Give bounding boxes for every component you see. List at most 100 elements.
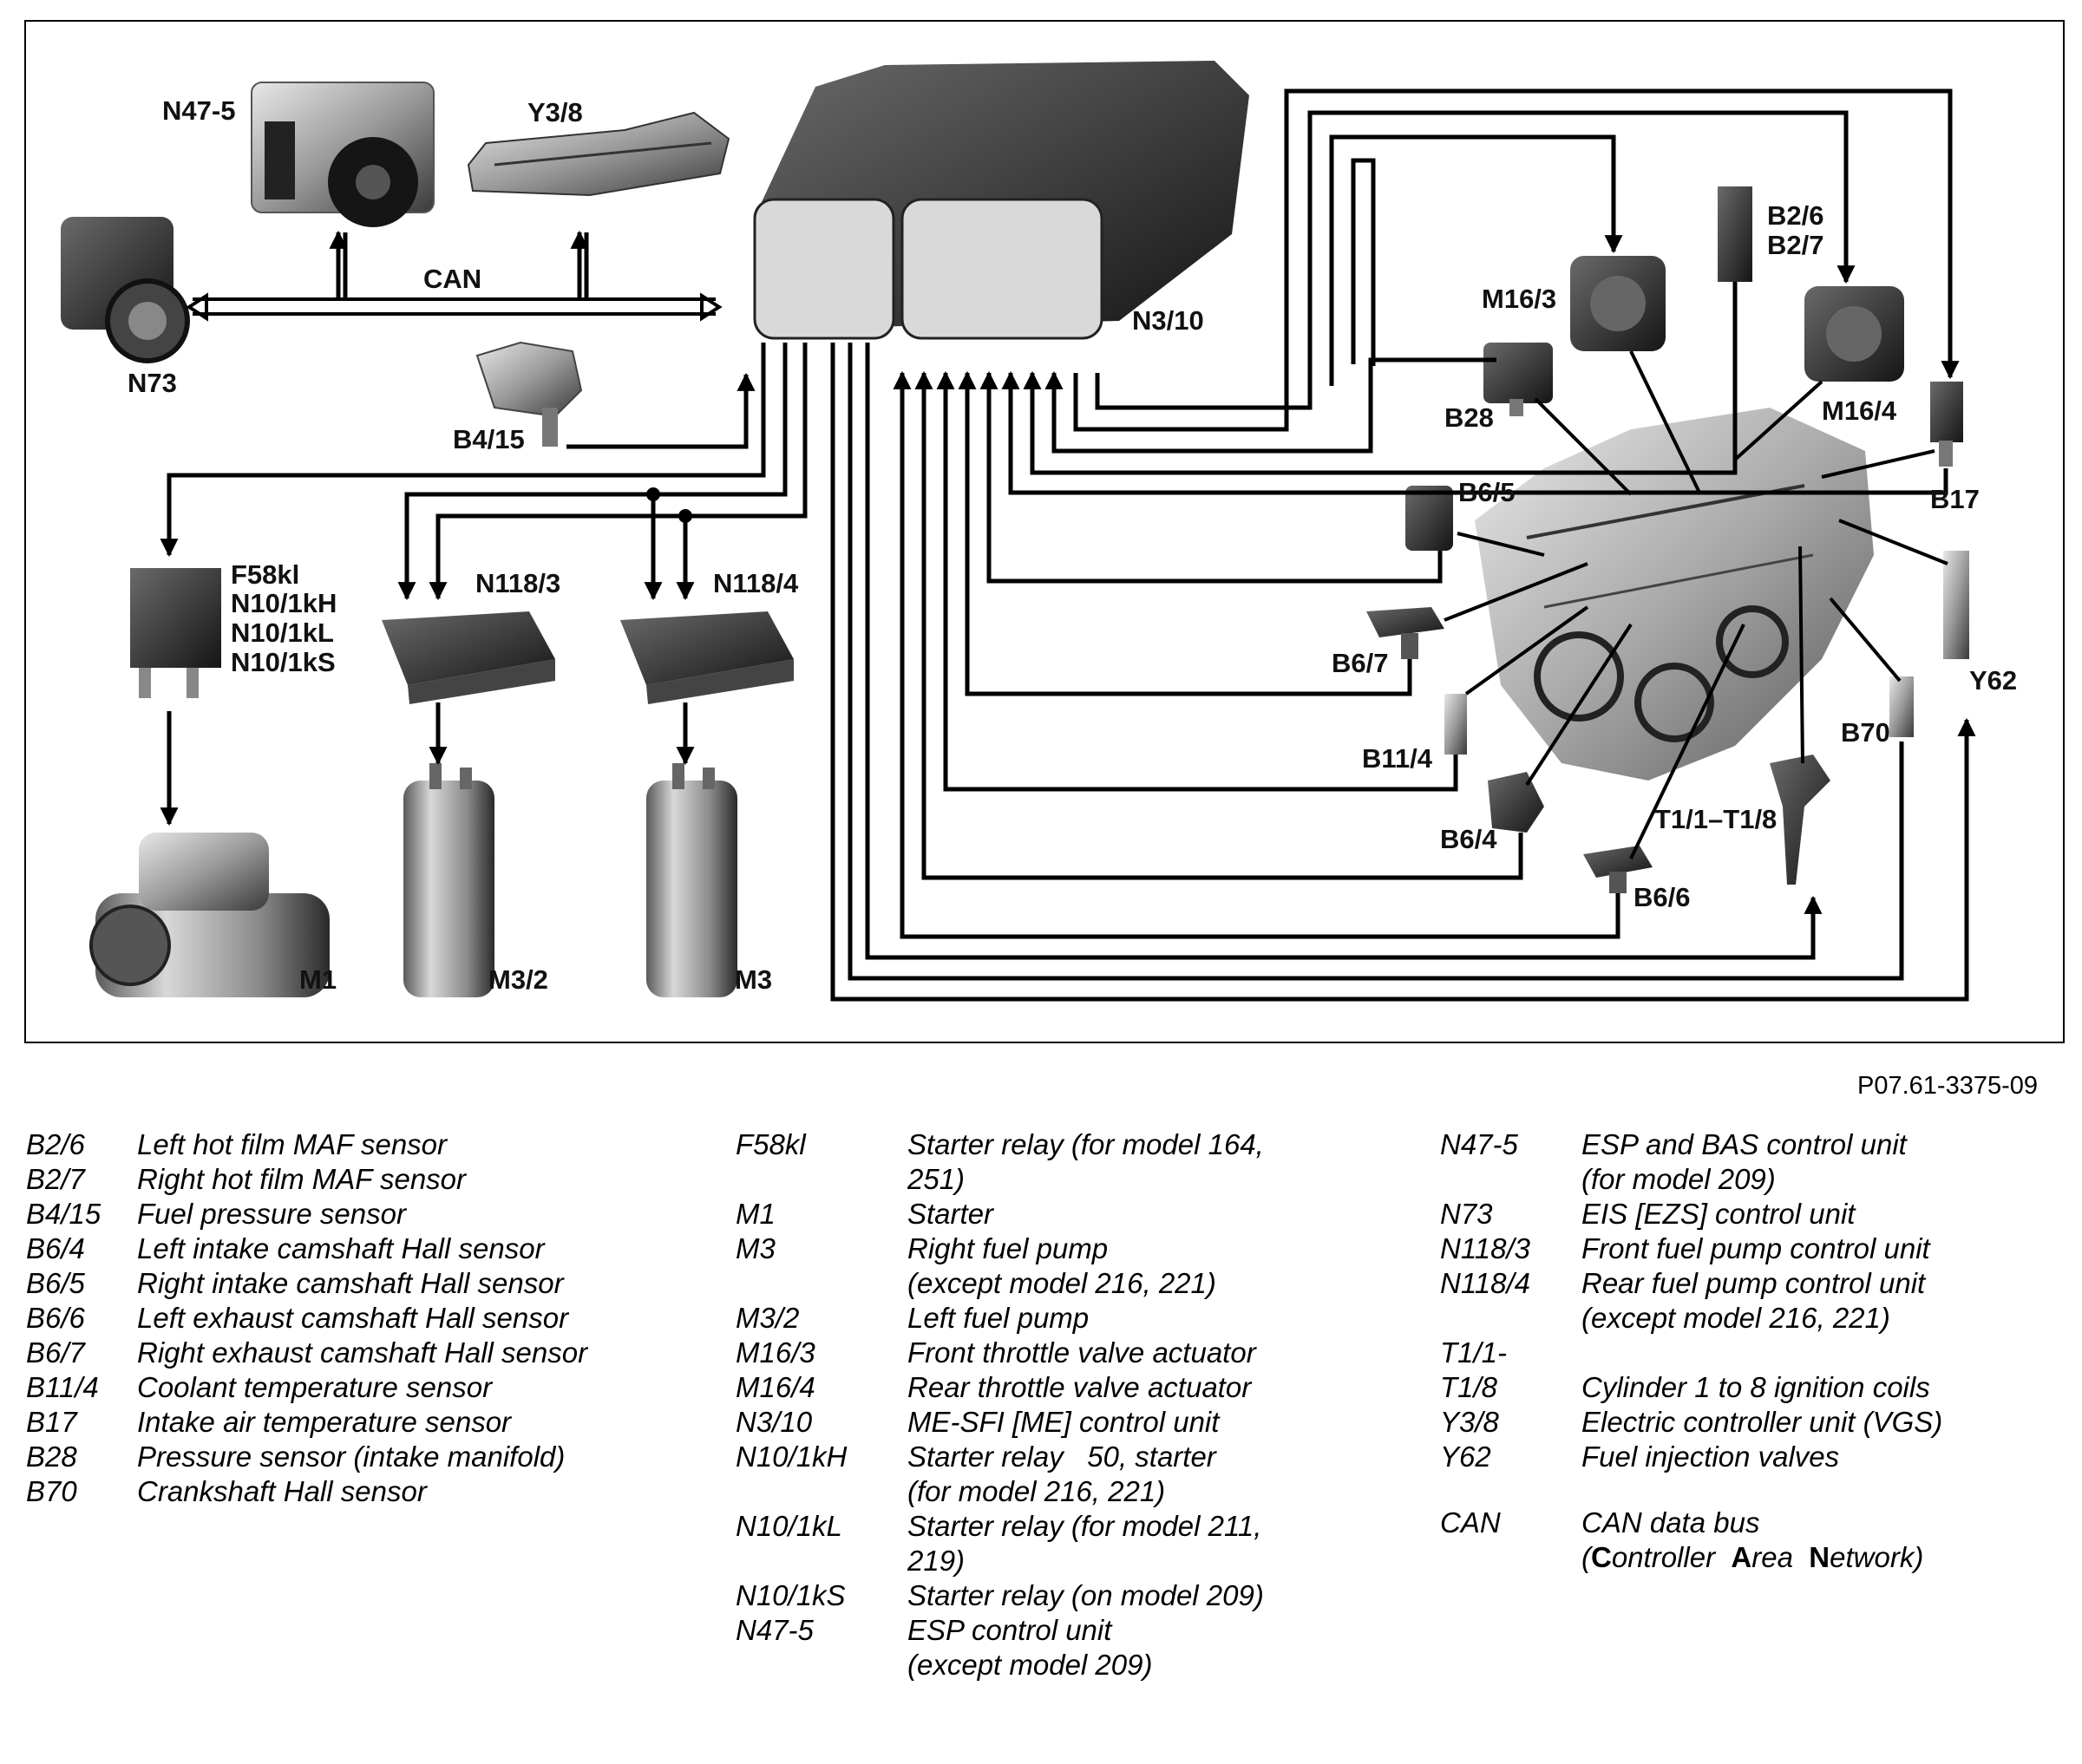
label-y62: Y62 <box>1969 665 2017 696</box>
b28-component-image <box>1483 343 1553 416</box>
wire-from-b70 <box>848 343 1904 981</box>
wire-from-b6-6 <box>893 370 1620 939</box>
label-b17: B17 <box>1930 484 1980 514</box>
wire-from-b17 <box>1001 370 1948 495</box>
b6-7-component-image <box>1366 607 1444 659</box>
label-y3-8: Y3/8 <box>527 97 583 127</box>
wire-to-n118-3-a <box>397 343 788 601</box>
m16-4-component-image <box>1804 286 1904 382</box>
wiring-diagram: N47-5 Y3/8 N73 CAN N3/10 B4/15 F58kl N10… <box>24 20 2065 1043</box>
label-b2-6: B2/6 <box>1767 200 1823 231</box>
label-b2-7: B2/7 <box>1767 230 1823 260</box>
label-b6-4: B6/4 <box>1440 824 1497 854</box>
wire-to-m16-3-b <box>1329 134 1623 386</box>
wire-to-y62 <box>830 343 1976 1002</box>
label-b6-7: B6/7 <box>1332 648 1388 678</box>
b6-5-component-image <box>1405 486 1453 551</box>
wire-from-b2 <box>1023 282 1738 475</box>
b6-4-component-image <box>1488 772 1544 833</box>
n73-component-image <box>61 217 190 363</box>
b17-component-image <box>1930 382 1963 467</box>
label-n10-1kh: N10/1kH <box>231 588 337 618</box>
wire-from-b11-4 <box>936 370 1458 792</box>
wire-b4-15 <box>566 372 756 449</box>
label-t1: T1/1–T1/8 <box>1654 804 1777 834</box>
m16-3-component-image <box>1570 256 1666 351</box>
wire-from-b6-7 <box>958 370 1412 696</box>
can-bus-lines <box>186 230 723 322</box>
y3-8-component-image <box>467 111 730 197</box>
label-m16-3: M16/3 <box>1482 284 1556 314</box>
label-m3-2: M3/2 <box>488 964 548 995</box>
label-n10-1ks: N10/1kS <box>231 647 336 677</box>
label-b6-5: B6/5 <box>1458 477 1515 507</box>
legend-item: T1/1- <box>1440 1336 1508 1369</box>
label-n118-3: N118/3 <box>475 568 560 598</box>
b6-6-component-image <box>1583 846 1653 893</box>
label-n47-5: N47-5 <box>162 95 235 126</box>
f58-relay-component-image <box>130 568 221 698</box>
label-n10-1kl: N10/1kL <box>231 617 334 648</box>
t1-ignition-coil-component-image <box>1770 755 1830 885</box>
m3-2-pump-component-image <box>403 763 494 997</box>
wire-to-f58 <box>160 343 766 558</box>
engine-component-image <box>1475 408 1874 781</box>
label-b4-15: B4/15 <box>453 424 525 454</box>
label-b28: B28 <box>1444 402 1494 433</box>
label-m16-4: M16/4 <box>1822 395 1897 426</box>
wire-from-b6-5 <box>979 370 1443 584</box>
label-n118-4: N118/4 <box>713 568 799 598</box>
y62-component-image <box>1943 551 1969 659</box>
b70-component-image <box>1889 676 1914 737</box>
label-b70: B70 <box>1841 717 1890 748</box>
b11-4-component-image <box>1444 694 1467 755</box>
wire-from-b28 <box>1044 357 1496 454</box>
n47-5-component-image <box>251 82 435 227</box>
label-b11-4: B11/4 <box>1362 743 1433 774</box>
wire-to-n118-3-b <box>429 343 808 601</box>
figure-id: P07.61-3375-09 <box>1857 1072 2038 1100</box>
label-b6-6: B6/6 <box>1634 882 1690 912</box>
wire-to-m16-4 <box>1073 88 1960 432</box>
label-f58kl: F58kl <box>231 559 299 590</box>
legend-spacer <box>1440 1474 2073 1506</box>
engine-leader-lines <box>1444 350 1948 859</box>
b2-maf-component-image <box>1718 186 1752 282</box>
label-n73: N73 <box>128 368 177 398</box>
wire-from-b6-4 <box>914 370 1523 880</box>
m3-pump-component-image <box>646 763 737 997</box>
label-m3: M3 <box>735 964 772 995</box>
m1-starter-component-image <box>89 833 330 997</box>
label-can: CAN <box>423 264 481 294</box>
wire-to-m16-3-a <box>1095 110 1856 410</box>
label-n3-10: N3/10 <box>1132 305 1204 336</box>
